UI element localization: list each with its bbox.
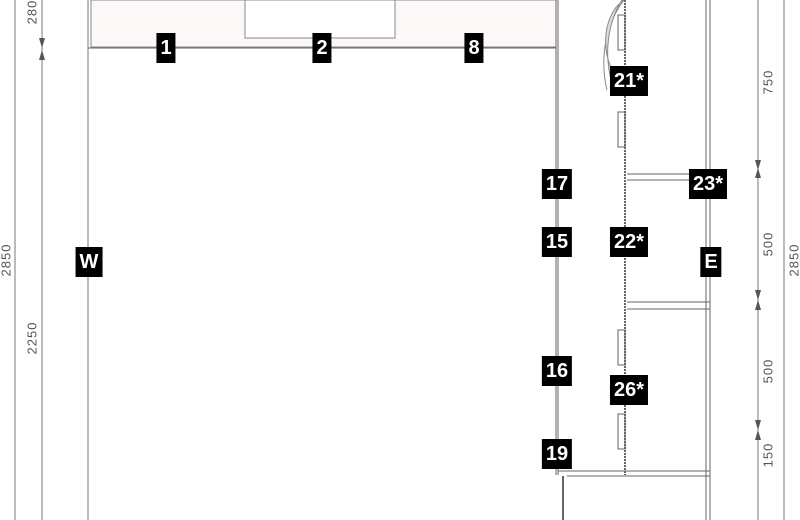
label-16: 16 — [541, 356, 573, 386]
dim-2250: 2250 — [24, 321, 40, 355]
dim-150: 150 — [760, 442, 776, 468]
label-19: 19 — [541, 439, 573, 469]
label-26: 26* — [609, 375, 649, 405]
label-2: 2 — [312, 33, 332, 63]
label-1: 1 — [156, 33, 176, 63]
label-21: 21* — [609, 66, 649, 96]
dim-500-b: 500 — [760, 358, 776, 384]
dim-500-a: 500 — [760, 231, 776, 257]
label-17: 17 — [541, 169, 573, 199]
dim-280: 280 — [24, 0, 40, 25]
label-23: 23* — [688, 169, 728, 199]
dim-2850-left: 2850 — [0, 243, 14, 277]
label-22: 22* — [609, 227, 649, 257]
dim-750: 750 — [760, 69, 776, 95]
label-15: 15 — [541, 227, 573, 257]
dim-2850-right: 2850 — [786, 243, 800, 277]
label-west: W — [75, 247, 103, 277]
label-east: E — [700, 247, 722, 277]
label-8: 8 — [464, 33, 484, 63]
